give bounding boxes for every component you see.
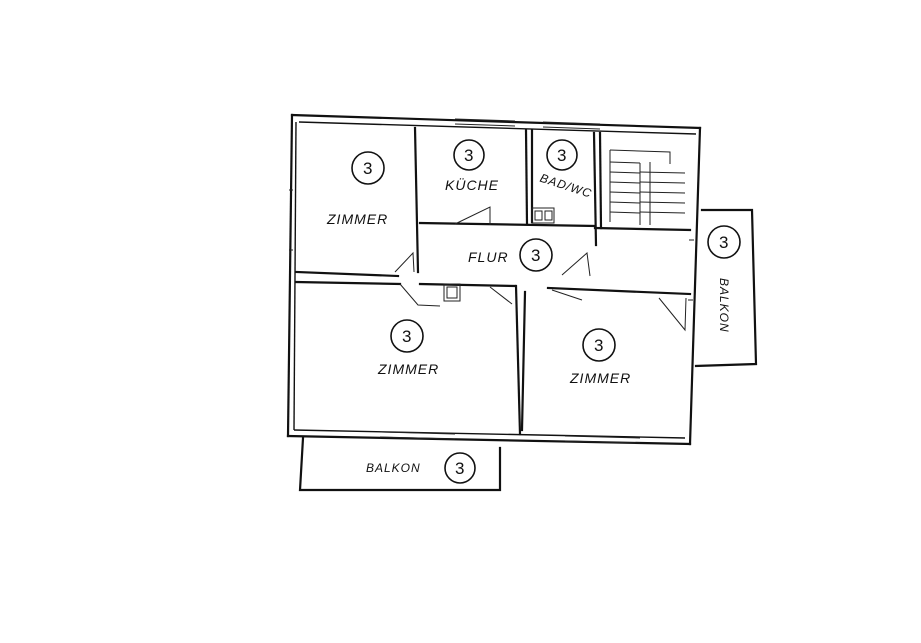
room-number-flur: 3 <box>531 246 540 265</box>
room-label-balkon-bottom: BALKON <box>366 461 421 475</box>
room-number-zimmer-center: 3 <box>402 327 411 346</box>
windows <box>289 118 694 444</box>
room-label-bad-wc: BAD/WC <box>538 171 594 201</box>
room-number-kueche: 3 <box>464 146 473 165</box>
doors <box>394 206 687 332</box>
room-label-flur: FLUR <box>468 249 509 265</box>
fixtures <box>443 207 555 302</box>
room-number-circles <box>351 139 741 484</box>
room-number-zimmer-right: 3 <box>594 336 603 355</box>
room-label-kueche: KÜCHE <box>445 176 499 193</box>
room-number-zimmer-top-left: 3 <box>363 159 372 178</box>
interior-walls <box>294 126 692 436</box>
room-number-balkon-right: 3 <box>719 233 728 252</box>
room-label-zimmer-right: ZIMMER <box>569 370 631 386</box>
staircase <box>609 149 686 225</box>
room-label-balkon-right: BALKON <box>717 278 731 333</box>
room-number-bad-wc: 3 <box>557 146 566 165</box>
room-label-zimmer-center: ZIMMER <box>377 361 439 377</box>
room-label-zimmer-top-left: ZIMMER <box>326 211 388 227</box>
outer-walls <box>286 113 702 446</box>
room-number-balkon-bottom: 3 <box>455 459 464 478</box>
balconies <box>298 208 758 492</box>
